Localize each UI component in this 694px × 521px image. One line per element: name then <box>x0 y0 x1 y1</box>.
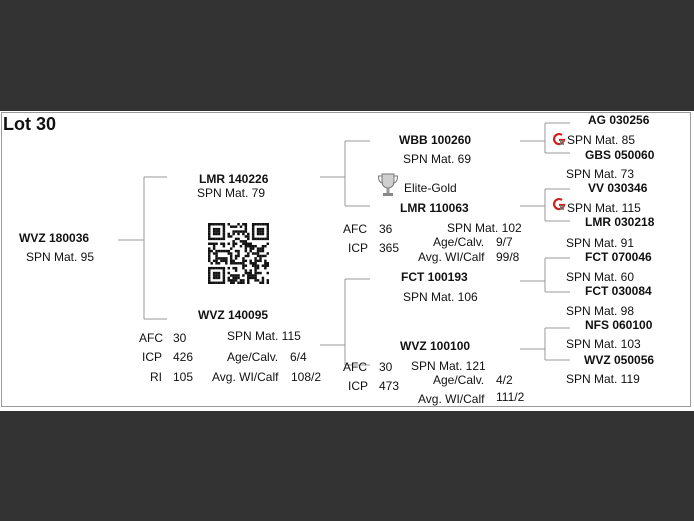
sd-avgwi-label: Avg. WI/Calf <box>418 250 485 264</box>
gen3-1-spn: SPN Mat. 73 <box>566 167 635 181</box>
gen3-0-name: AG 030256 <box>588 113 650 127</box>
dd-icp-label: ICP <box>348 379 369 393</box>
lot-title: Lot 30 <box>3 114 57 134</box>
qr-code <box>208 223 269 284</box>
breed-logo-icon <box>553 197 566 211</box>
dam-agecalv-value: 6/4 <box>290 350 307 364</box>
sd-afc-label: AFC <box>343 222 367 236</box>
dam-agecalv-label: Age/Calv. <box>227 350 279 364</box>
dam-afc-label: AFC <box>139 331 163 345</box>
card-frame <box>1 112 691 407</box>
gen3-0-spn: SPN Mat. 85 <box>567 133 636 147</box>
sd-icp-value: 365 <box>379 241 400 255</box>
dd-agecalv-label: Age/Calv. <box>433 373 485 387</box>
dam-avgwi-label: Avg. WI/Calf <box>212 370 279 384</box>
gen3-5-name: FCT 030084 <box>585 284 652 298</box>
gen3-7-name: WVZ 050056 <box>584 353 655 367</box>
dam-spn: SPN Mat. 115 <box>227 329 301 343</box>
dd-avgwi-value: 111/2 <box>496 390 525 404</box>
gen3-4-name: FCT 070046 <box>585 250 652 264</box>
dd-spn: SPN Mat. 121 <box>411 359 486 373</box>
gen3-5-spn: SPN Mat. 98 <box>566 304 635 318</box>
gen3-6-spn: SPN Mat. 103 <box>566 337 641 351</box>
sd-award: Elite-Gold <box>404 181 457 195</box>
ss-spn: SPN Mat. 69 <box>403 152 472 166</box>
sire-spn: SPN Mat. 79 <box>197 186 266 200</box>
dd-avgwi-label: Avg. WI/Calf <box>418 392 485 406</box>
sd-agecalv-label: Age/Calv. <box>433 235 485 249</box>
ds-spn: SPN Mat. 106 <box>403 290 478 304</box>
sd-afc-value: 36 <box>379 222 393 236</box>
sd-icp-label: ICP <box>348 241 369 255</box>
gen3-3-spn: SPN Mat. 91 <box>566 236 635 250</box>
dam-icp-value: 426 <box>173 350 194 364</box>
animal-name: WVZ 180036 <box>19 231 90 245</box>
gen3-3-name: LMR 030218 <box>585 215 655 229</box>
pedigree-lines <box>118 122 570 366</box>
dd-afc-value: 30 <box>379 360 393 374</box>
dam-name: WVZ 140095 <box>198 308 269 322</box>
gen3-4-spn: SPN Mat. 60 <box>566 270 635 284</box>
gen3-6-name: NFS 060100 <box>585 318 653 332</box>
dam-ri-value: 105 <box>173 370 194 384</box>
pedigree-card: Lot 30 WVZ 180036 SPN Mat. 95 LMR 140226… <box>0 111 694 411</box>
gen3-7-spn: SPN Mat. 119 <box>566 372 640 386</box>
animal-spn: SPN Mat. 95 <box>26 250 95 264</box>
sd-spn: SPN Mat. 102 <box>447 221 522 235</box>
dd-icp-value: 473 <box>379 379 400 393</box>
dd-name: WVZ 100100 <box>400 339 471 353</box>
dd-agecalv-value: 4/2 <box>496 373 513 387</box>
dam-icp-label: ICP <box>142 350 163 364</box>
gen3-2-spn: SPN Mat. 115 <box>567 201 641 215</box>
breed-logo-icon <box>553 132 566 146</box>
dam-avgwi-value: 108/2 <box>291 370 322 384</box>
sd-avgwi-value: 99/8 <box>496 250 520 264</box>
gen3-1-name: GBS 050060 <box>585 148 655 162</box>
sd-name: LMR 110063 <box>400 201 469 215</box>
sire-name: LMR 140226 <box>199 172 269 186</box>
gen3-2-name: VV 030346 <box>588 181 648 195</box>
ds-name: FCT 100193 <box>401 270 468 284</box>
sd-agecalv-value: 9/7 <box>496 235 513 249</box>
dam-afc-value: 30 <box>173 331 187 345</box>
dam-ri-label: RI <box>150 370 162 384</box>
ss-name: WBB 100260 <box>399 133 472 147</box>
dd-afc-label: AFC <box>343 360 367 374</box>
trophy-icon <box>377 173 399 196</box>
